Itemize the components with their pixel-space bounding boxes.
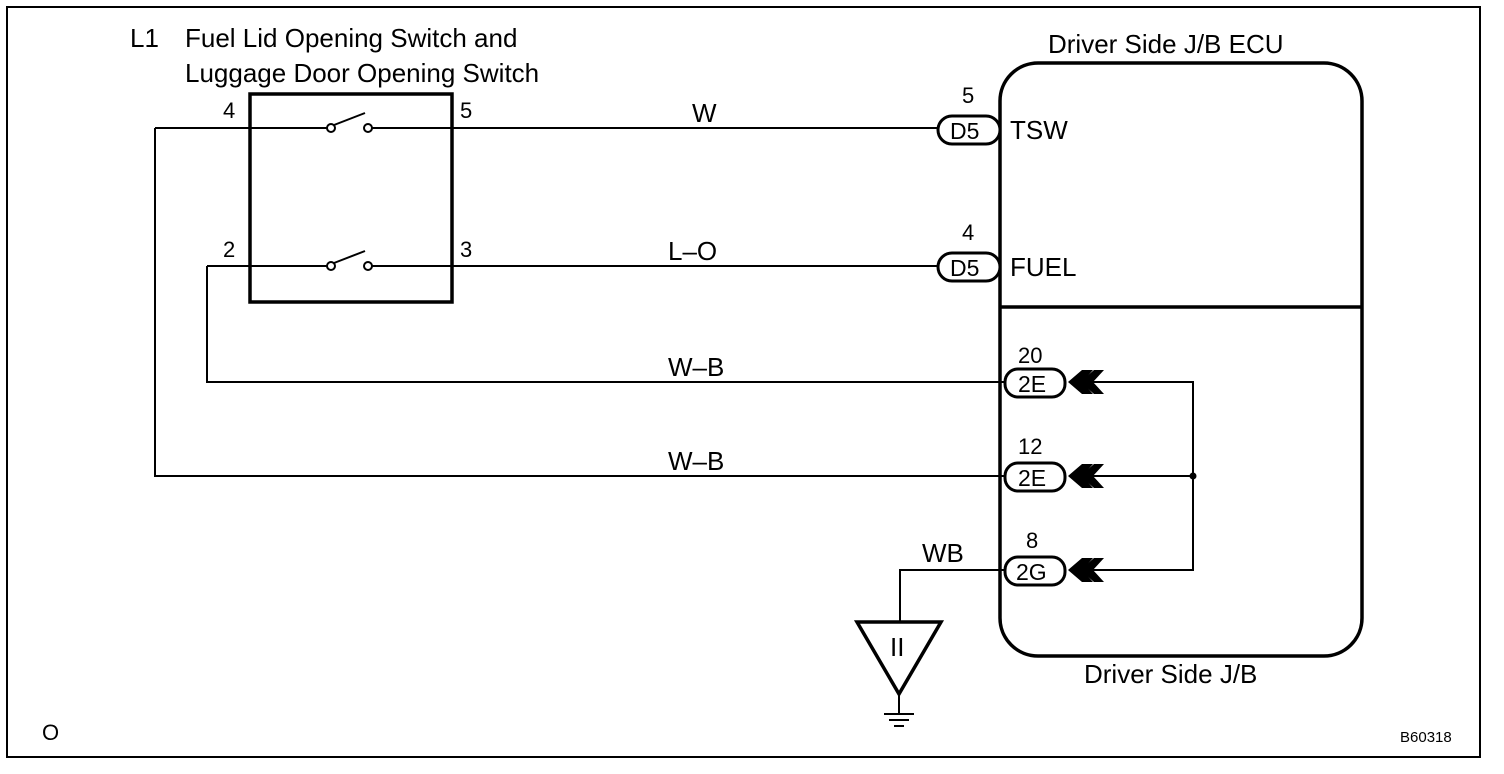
- jb-terminal-connector: 2E: [1018, 371, 1046, 397]
- ecu-terminal-connector: D5: [950, 255, 979, 281]
- wire-ground-pin2: [206, 266, 1005, 383]
- switch-pin-top-left: 4: [223, 98, 235, 123]
- jb-terminal-pin: 20: [1018, 343, 1042, 368]
- ecu-title: Driver Side J/B ECU: [1048, 29, 1284, 59]
- footer-left-code: O: [42, 720, 59, 745]
- component-name-line2: Luggage Door Opening Switch: [185, 58, 539, 88]
- fuel-lid-switch-contact: [207, 250, 938, 271]
- jb-terminal-pin: 12: [1018, 434, 1042, 459]
- ecu-terminal-signal: FUEL: [1010, 252, 1076, 282]
- junction-block-outline: [998, 61, 1364, 658]
- component-id: L1: [130, 23, 159, 53]
- ecu-terminal-pin: 5: [962, 83, 974, 108]
- ecu-terminal-tsw: 5 D5 TSW: [936, 83, 1068, 146]
- jb-terminal-2g-8: 8 2G: [1003, 528, 1104, 587]
- component-name-line1: Fuel Lid Opening Switch and: [185, 23, 517, 53]
- jb-junction-dot: [1189, 472, 1197, 480]
- ground-triangle-icon: [853, 620, 945, 698]
- jb-terminal-2e-12: 12 2E: [1003, 434, 1104, 493]
- ecu-terminal-pin: 4: [962, 220, 974, 245]
- wire-label-tsw: W: [692, 98, 717, 128]
- earth-ground-icon: [884, 713, 914, 727]
- diagram-code: B60318: [1400, 729, 1452, 746]
- wire-label-ground-b: W–B: [668, 446, 724, 476]
- ecu-terminal-signal: TSW: [1010, 115, 1068, 145]
- switch-pin-bottom-left: 2: [223, 237, 235, 262]
- luggage-door-switch-contact: [155, 112, 938, 133]
- wire-label-ground-a: W–B: [668, 352, 724, 382]
- switch-housing: [248, 92, 454, 304]
- jb-terminal-pin: 8: [1026, 528, 1038, 553]
- jb-terminal-connector: 2E: [1018, 465, 1046, 491]
- switch-pin-top-right: 5: [460, 98, 472, 123]
- diagram-frame: [6, 6, 1481, 758]
- wire-ground-pin4: [154, 128, 1005, 477]
- ecu-terminal-fuel: 4 D5 FUEL: [936, 220, 1076, 283]
- switch-pin-bottom-right: 3: [460, 237, 472, 262]
- wire-ground-main: [899, 569, 1005, 622]
- ground-point: II: [853, 620, 945, 727]
- ecu-terminal-connector: D5: [950, 118, 979, 144]
- junction-block-title: Driver Side J/B: [1084, 659, 1257, 689]
- wire-label-fuel: L–O: [668, 236, 717, 266]
- jb-terminal-2e-20: 20 2E: [1003, 343, 1104, 399]
- ground-point-label: II: [890, 632, 904, 662]
- jb-terminal-connector: 2G: [1016, 559, 1047, 585]
- wire-label-ground-main: WB: [922, 538, 964, 568]
